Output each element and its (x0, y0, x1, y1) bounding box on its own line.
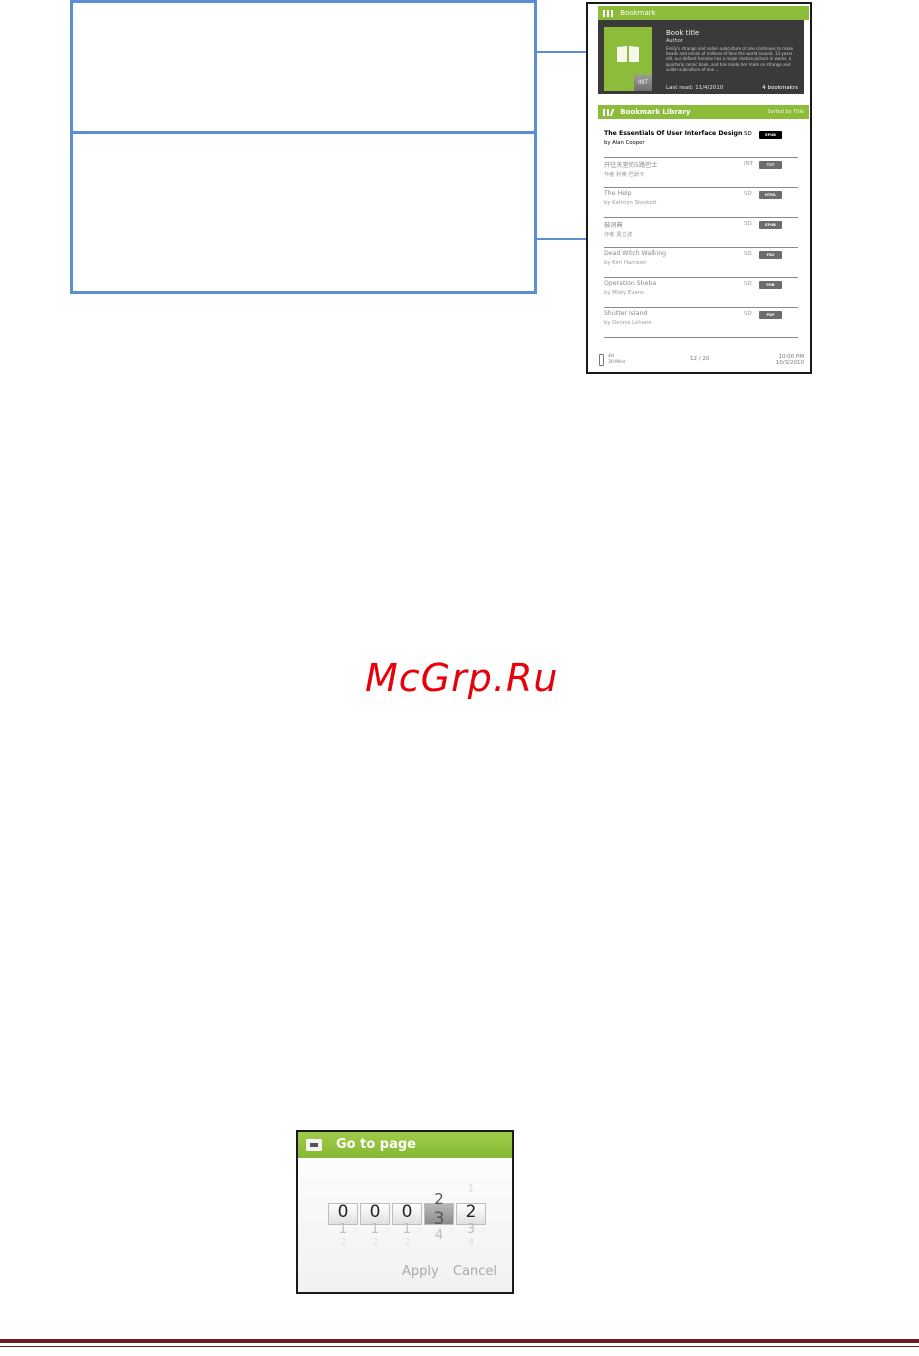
apply-button[interactable]: Apply (402, 1264, 439, 1279)
library-icon (603, 108, 615, 116)
digit-current: 0 (337, 1202, 349, 1222)
book-author: Author (666, 38, 683, 44)
bookmark-header-label: Bookmark (620, 9, 656, 17)
go-to-page-dialog: Go to page 0 1 2 0 1 2 0 1 2 2 3 4 1 (296, 1130, 514, 1294)
format-badge: EPUB (759, 131, 782, 139)
battery-remaining: 4H 30 Mins (608, 354, 626, 365)
footer-rule-thick (0, 1339, 919, 1343)
sort-indicator[interactable]: Sorted by Title (767, 109, 804, 115)
clock-time: 10:00 PM (778, 354, 804, 360)
list-item[interactable]: 开往天堂的5路巴士 作者 利奥·巴斯卡 INT TXT (604, 158, 798, 188)
dialog-title-bar: Go to page (298, 1132, 512, 1158)
digit-current: 3 (433, 1209, 445, 1229)
book-list: The Essentials Of User Interface Design … (604, 128, 798, 338)
list-item-author: by Kim Harrison (604, 260, 647, 266)
clock: 10:00 PM 10/3/2010 (776, 354, 804, 366)
digit-next: 1 (402, 1222, 412, 1237)
watermark: McGrp.Ru (365, 656, 559, 700)
format-badge: PDB (759, 281, 782, 289)
list-item-author: by Misty Evans (604, 290, 644, 296)
digit-current: 0 (401, 1202, 413, 1222)
battery-minutes: 30 Mins (608, 359, 626, 365)
bookmark-card[interactable]: INT Book title Author Emily's strange an… (598, 20, 804, 94)
digit-next-2: 2 (403, 1237, 411, 1248)
digit-current: 2 (465, 1202, 477, 1222)
digit-window (456, 1203, 486, 1225)
clock-date: 10/3/2010 (775, 360, 804, 366)
list-item[interactable]: Operation Sheba by Misty Evans SD PDB (604, 278, 798, 308)
library-header-label: Bookmark Library (620, 108, 691, 116)
book-cover[interactable]: INT (604, 27, 652, 91)
digit-window (328, 1203, 358, 1225)
leader-line-bookmark (536, 51, 588, 53)
list-item[interactable]: Shutter Island by Dennis Lehane SD PDF (604, 308, 798, 338)
leader-line-library (536, 238, 588, 240)
digit-next-2: 2 (339, 1237, 347, 1248)
format-badge: PDF (759, 311, 782, 319)
list-item-title: Shutter Island (604, 310, 648, 317)
list-item-title: The Help (604, 190, 632, 197)
list-item-author: by Dennis Lehane (604, 320, 652, 326)
book-title: Book title (666, 29, 700, 37)
go-to-page-icon (306, 1139, 322, 1151)
format-badge: HTML (759, 191, 782, 199)
list-item-source: SD (744, 131, 752, 137)
list-item-author: 作者 利奥·巴斯卡 (604, 172, 645, 178)
digit-next: 3 (466, 1222, 476, 1237)
list-item-title: 鼓词典 (604, 222, 623, 229)
format-badge: FB2 (759, 251, 782, 259)
list-item-source: SD (744, 191, 752, 197)
digit-previous: 1 (467, 1182, 475, 1195)
list-item-author: by Alan Cooper (604, 140, 645, 146)
digit-window (424, 1203, 454, 1225)
dialog-title: Go to page (336, 1137, 416, 1152)
callout-box-library (70, 131, 537, 294)
list-item-source: SD (744, 311, 752, 317)
digit-next: 1 (338, 1222, 348, 1237)
digit-next: 1 (370, 1222, 380, 1237)
digit-window (360, 1203, 390, 1225)
format-badge: TXT (759, 161, 782, 169)
list-item[interactable]: Dead Witch Walking by Kim Harrison SD FB… (604, 248, 798, 278)
device-screenshot: Bookmark INT Book title Author Emily's s… (586, 2, 812, 374)
digit-current: 0 (369, 1202, 381, 1222)
list-item-source: SD (744, 251, 752, 257)
cancel-button[interactable]: Cancel (453, 1264, 498, 1279)
battery-icon (599, 354, 604, 366)
digit-next-2: 4 (467, 1237, 475, 1248)
list-item-source: SD (744, 281, 752, 287)
last-read: Last read: 11/4/2010 (666, 85, 724, 91)
list-item[interactable]: The Help by Kathryn Stockett SD HTML (604, 188, 798, 218)
list-item-title: The Essentials Of User Interface Design (604, 130, 743, 137)
list-item-title: 开往天堂的5路巴士 (604, 162, 658, 169)
list-item-author: by Kathryn Stockett (604, 200, 657, 206)
cover-source-badge: INT (634, 75, 652, 91)
digit-previous: 2 (434, 1190, 444, 1208)
bookmark-header: Bookmark (598, 6, 809, 20)
bookmark-icon (603, 9, 615, 17)
callout-box-bookmark (70, 0, 537, 134)
book-description: Emily's strange and sullen subculture of… (666, 46, 794, 72)
format-badge: EPUB (759, 221, 782, 229)
digit-next: 4 (434, 1228, 444, 1243)
list-item-title: Operation Sheba (604, 280, 657, 287)
list-item-author: 作者 周立波 (604, 232, 633, 238)
list-item-title: Dead Witch Walking (604, 250, 667, 257)
battery-hours: 4H (608, 354, 615, 359)
digit-window (392, 1203, 422, 1225)
footer-rule-thin (0, 1346, 919, 1347)
digit-next-2: 2 (371, 1237, 379, 1248)
status-bar: 4H 30 Mins 12 / 20 10:00 PM 10/3/2010 (598, 354, 804, 370)
list-item-source: SD (744, 221, 752, 227)
list-item[interactable]: 鼓词典 作者 周立波 SD EPUB (604, 218, 798, 248)
page-indicator: 12 / 20 (690, 356, 710, 362)
list-item-source: INT (744, 161, 754, 167)
bookmark-count: 4 bookmakrs (762, 85, 798, 91)
open-book-icon (617, 46, 639, 62)
list-item[interactable]: The Essentials Of User Interface Design … (604, 128, 798, 158)
library-header: Bookmark Library Sorted by Title (598, 105, 809, 119)
